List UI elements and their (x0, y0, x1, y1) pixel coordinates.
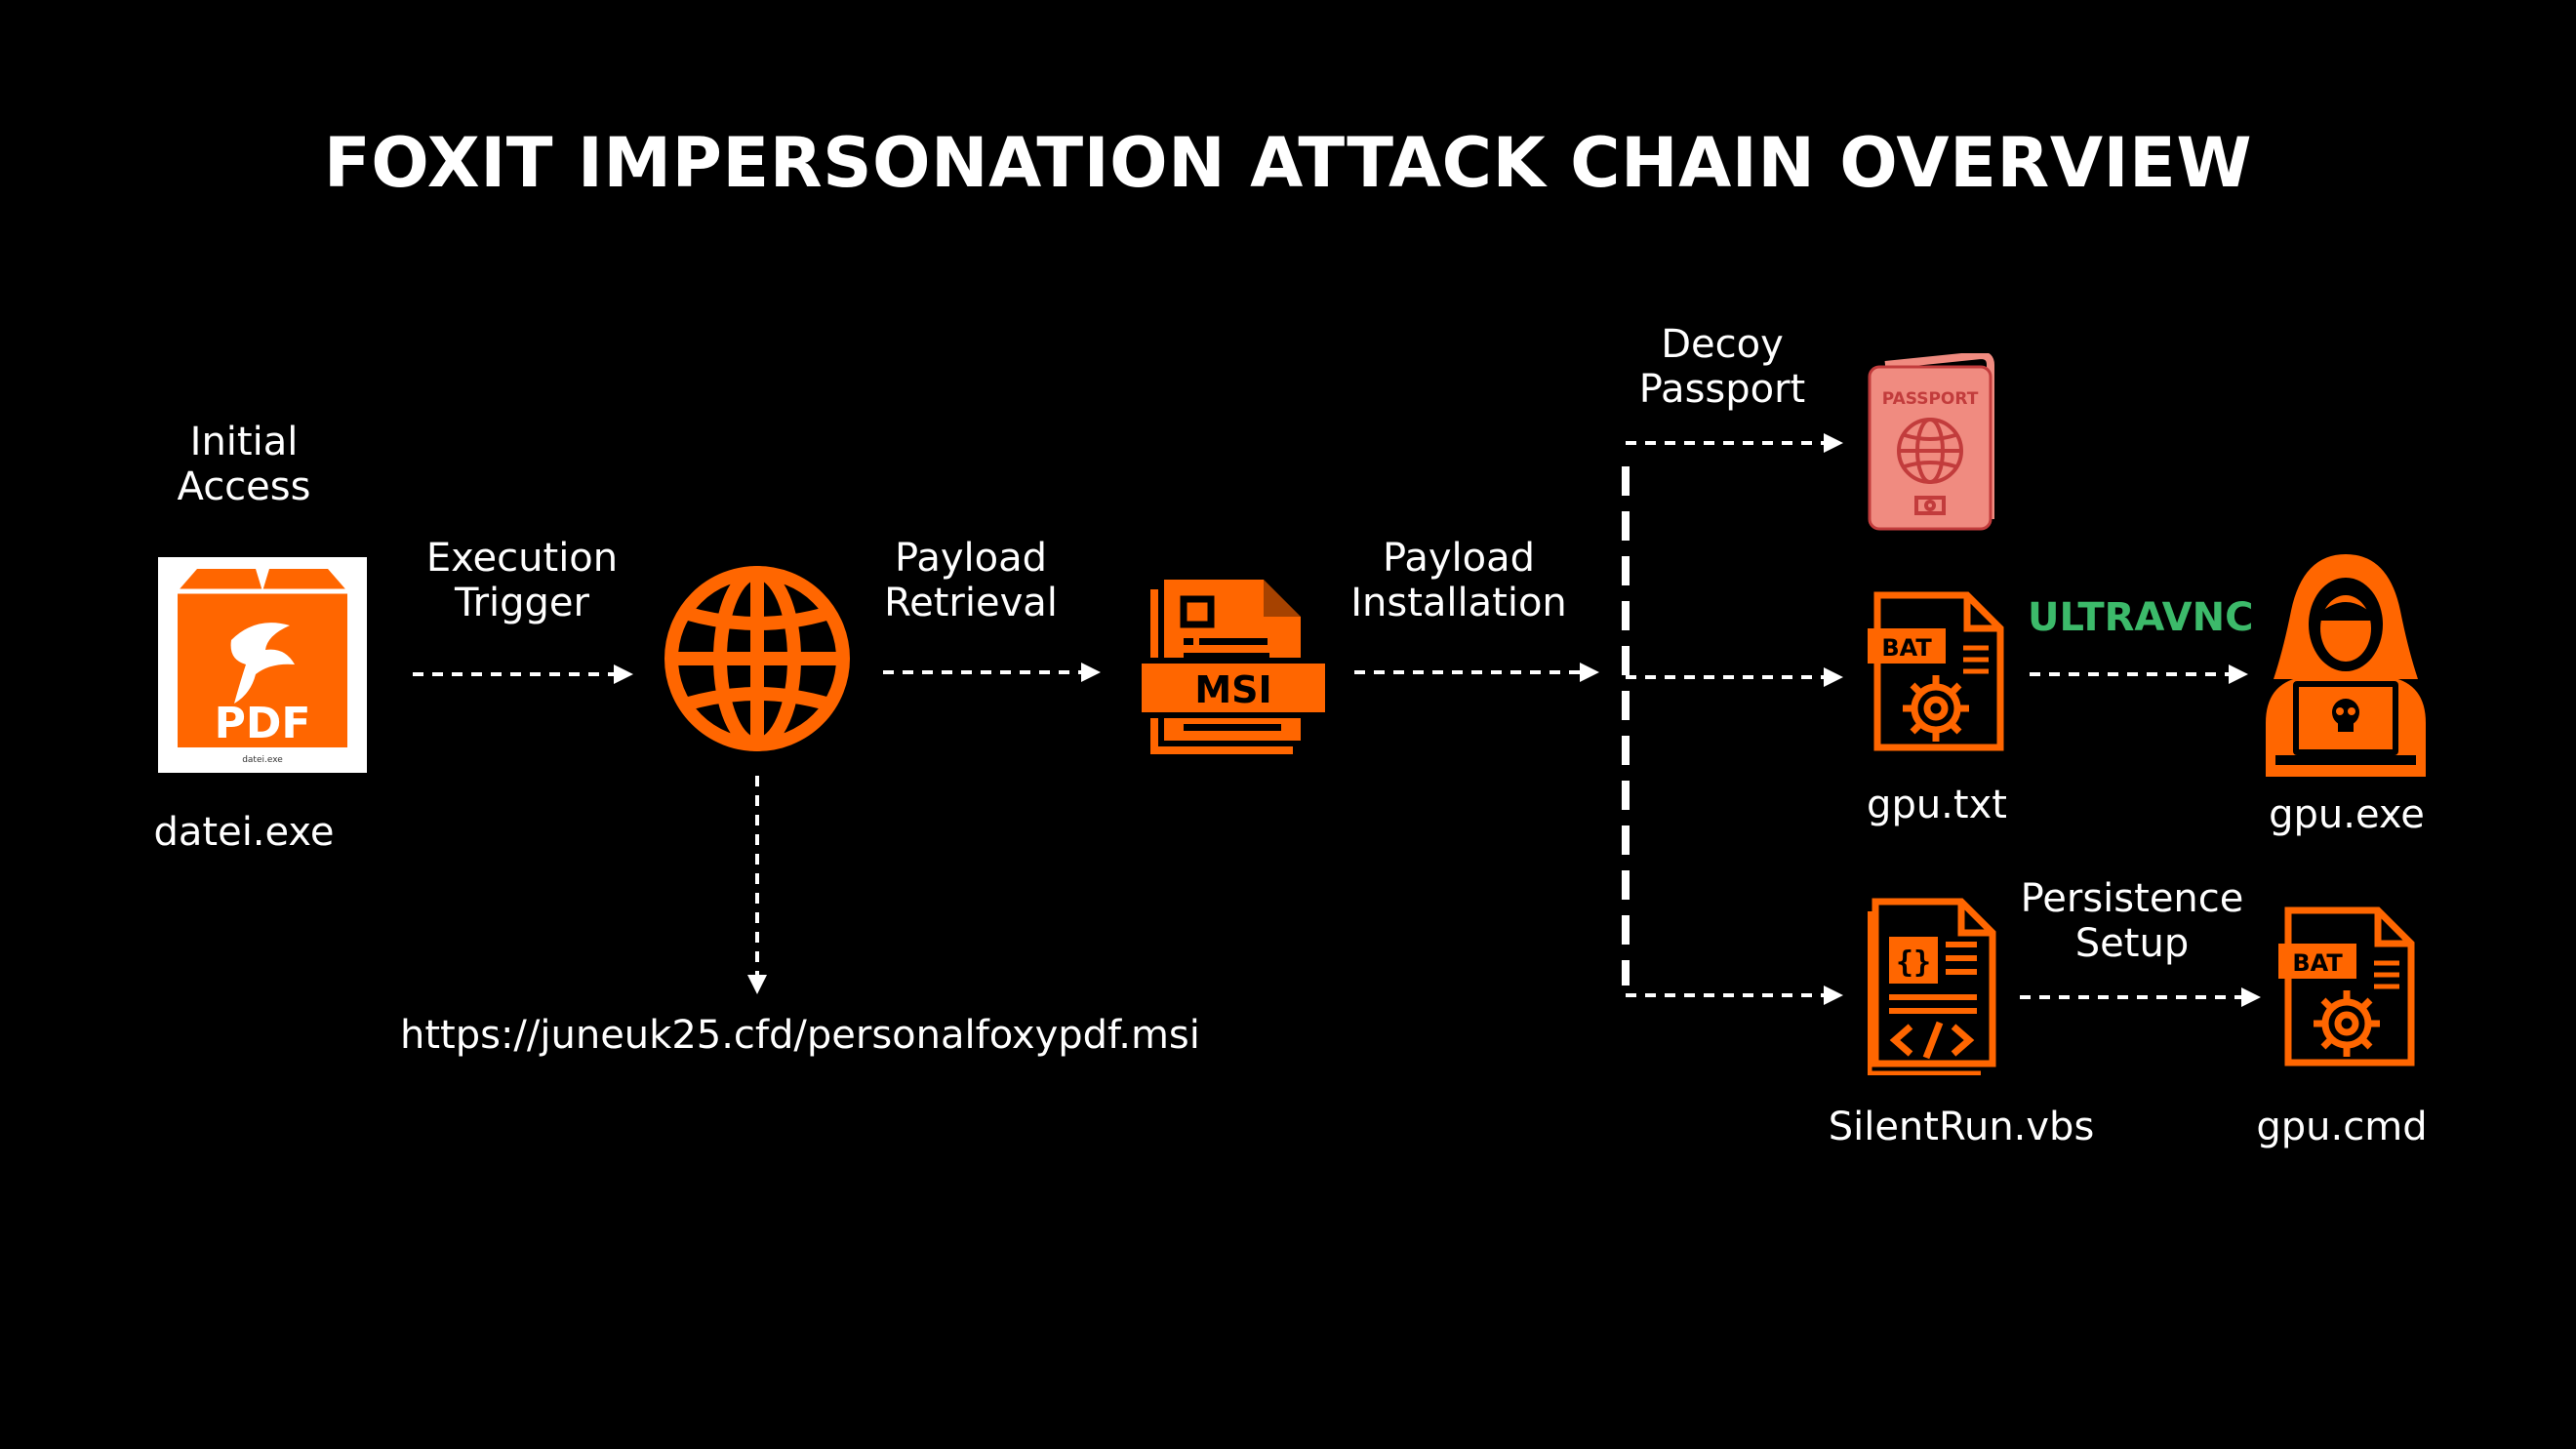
label-gpu-cmd: gpu.cmd (2256, 1105, 2428, 1149)
bat-file-icon: BAT (1866, 589, 2008, 757)
foxit-pdf-icon: PDF datei.exe (158, 557, 367, 777)
script-file-icon: {} (1867, 898, 1996, 1079)
globe-icon (664, 564, 851, 757)
svg-text:MSI: MSI (1194, 668, 1271, 711)
passport-icon: PASSPORT (1866, 350, 2000, 537)
svg-text:{}: {} (1896, 946, 1931, 980)
msi-file-icon: MSI (1136, 560, 1331, 759)
label-datei-exe: datei.exe (153, 810, 335, 855)
svg-text:datei.exe: datei.exe (242, 755, 283, 765)
svg-text:BAT: BAT (2292, 949, 2343, 977)
label-gpu-txt: gpu.txt (1867, 783, 2007, 827)
label-download-url: https://juneuk25.cfd/personalfoxypdf.msi (400, 1013, 1200, 1058)
svg-text:PDF: PDF (215, 699, 311, 748)
svg-text:PASSPORT: PASSPORT (1882, 389, 1979, 409)
hacker-icon (2262, 552, 2430, 781)
label-silentrun-vbs: SilentRun.vbs (1828, 1105, 2095, 1149)
label-ultravnc: ULTRAVNC (2028, 595, 2254, 640)
svg-text:BAT: BAT (1881, 634, 1932, 662)
bat-file-icon-cmd: BAT (2276, 900, 2419, 1077)
label-gpu-exe: gpu.exe (2269, 792, 2425, 837)
diagram-title: FOXIT IMPERSONATION ATTACK CHAIN OVERVIE… (323, 123, 2253, 203)
